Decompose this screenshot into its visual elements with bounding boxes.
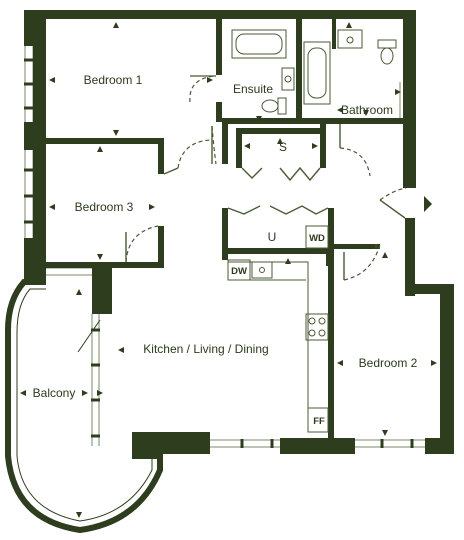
fridge-freezer: [307, 407, 329, 433]
dishwasher: [227, 259, 251, 281]
walls: [24, 10, 454, 454]
bathroom-toilet: [377, 39, 397, 65]
dimension-arrows: [20, 22, 437, 518]
balcony: [5, 279, 163, 534]
balcony-label: Balcony: [33, 386, 76, 400]
bathroom-basin: [337, 29, 363, 49]
door-leaves: [125, 124, 406, 280]
ensuite-label: Ensuite: [233, 82, 273, 96]
store-label: S: [279, 140, 287, 154]
sink: [251, 261, 273, 279]
ensuite-basin: [281, 67, 295, 91]
bedroom-1-label: Bedroom 1: [84, 73, 143, 87]
bedroom-2-label: Bedroom 2: [359, 356, 418, 370]
bathroom-label: Bathroom: [341, 103, 393, 117]
bathroom-bath: [303, 41, 331, 105]
door-swings: [125, 75, 407, 281]
window-ticks: [24, 58, 414, 448]
hob: [305, 313, 329, 341]
ensuite-toilet: [261, 97, 287, 115]
washer-dryer: [305, 225, 329, 249]
utility-label: U: [268, 230, 277, 244]
dishwasher-label: DW: [231, 266, 247, 277]
bedroom-3-label: Bedroom 3: [75, 200, 134, 214]
ensuite-bath: [231, 29, 287, 59]
washer-dryer-label: WD: [309, 233, 325, 244]
fridge-freezer-label: FF: [313, 416, 325, 427]
kitchen-living-dining-label: Kitchen / Living / Dining: [143, 342, 268, 356]
